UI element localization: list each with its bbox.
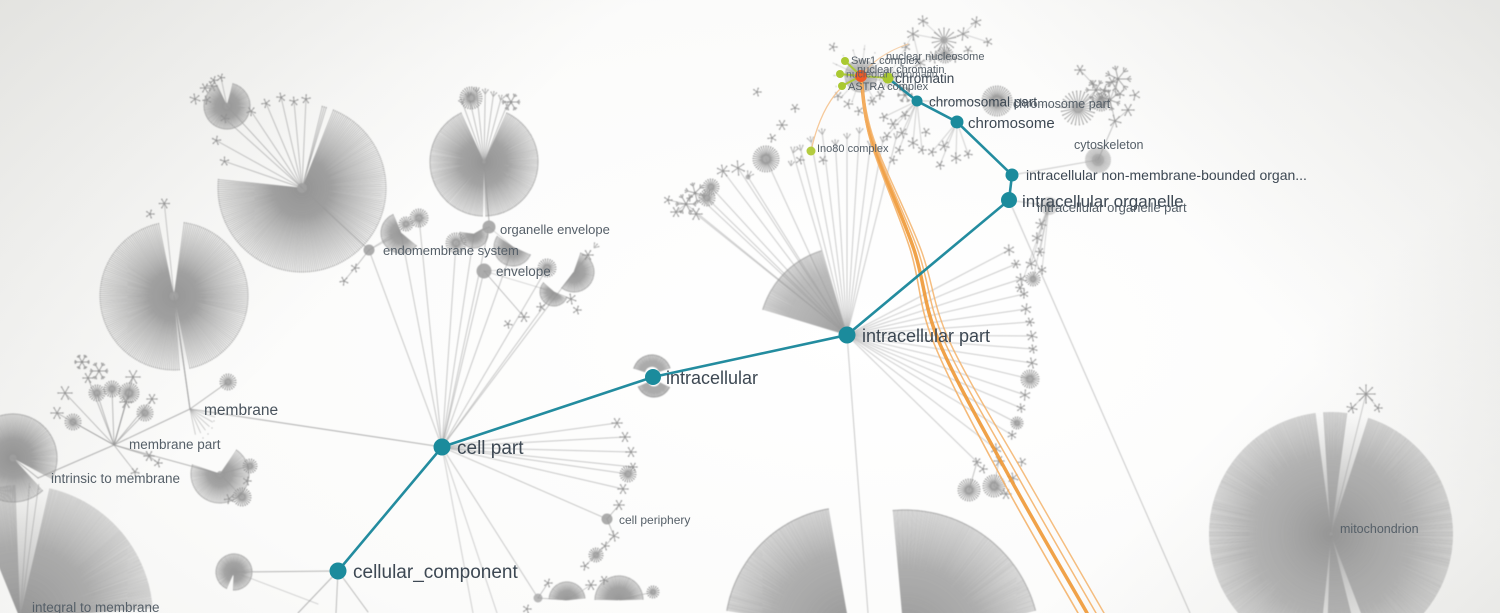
- svg-text:intrinsic to membrane: intrinsic to membrane: [51, 471, 180, 486]
- svg-text:intracellular organelle: intracellular organelle: [1022, 192, 1184, 211]
- svg-text:cellular_component: cellular_component: [353, 562, 518, 583]
- svg-text:intracellular organelle part: intracellular organelle part: [1037, 200, 1187, 215]
- svg-text:ASTRA complex: ASTRA complex: [848, 81, 929, 93]
- svg-text:nuclear nucleosome: nuclear nucleosome: [886, 51, 984, 63]
- svg-text:intracellular: intracellular: [666, 368, 758, 388]
- svg-text:cell part: cell part: [457, 438, 524, 459]
- svg-text:envelope: envelope: [496, 264, 551, 279]
- svg-text:intracellular part: intracellular part: [862, 326, 990, 346]
- svg-text:chromosome part: chromosome part: [1013, 97, 1111, 111]
- svg-text:membrane: membrane: [204, 402, 278, 419]
- svg-text:Ino80 complex: Ino80 complex: [817, 143, 889, 155]
- svg-text:chromosome: chromosome: [968, 115, 1055, 132]
- svg-text:intracellular non-membrane-bou: intracellular non-membrane-bounded organ…: [1026, 167, 1307, 183]
- svg-text:endomembrane system: endomembrane system: [383, 243, 519, 258]
- svg-text:chromosomal part: chromosomal part: [929, 95, 1037, 110]
- svg-text:nuclear chromatin: nuclear chromatin: [857, 64, 944, 76]
- svg-text:chromatin: chromatin: [895, 71, 954, 86]
- svg-text:mitochondrion: mitochondrion: [1340, 522, 1419, 536]
- svg-text:organelle envelope: organelle envelope: [500, 222, 610, 237]
- svg-text:cytoskeleton: cytoskeleton: [1074, 138, 1144, 152]
- svg-text:membrane part: membrane part: [129, 437, 221, 452]
- svg-text:Swr1 complex: Swr1 complex: [851, 55, 921, 67]
- svg-text:integral to membrane: integral to membrane: [32, 600, 160, 613]
- svg-text:nucleolar chromatin: nucleolar chromatin: [846, 69, 938, 81]
- svg-text:cell periphery: cell periphery: [619, 513, 690, 527]
